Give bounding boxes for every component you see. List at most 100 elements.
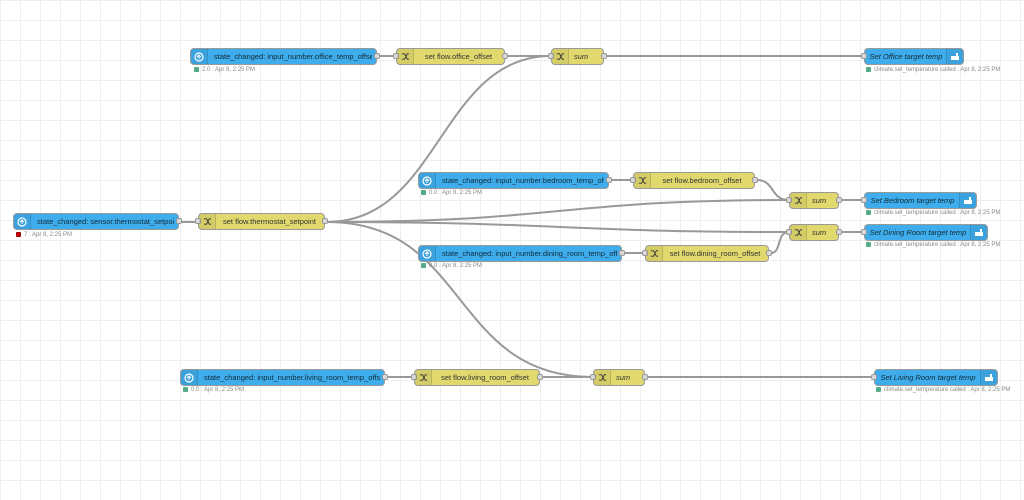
- node-status: 7 : Apr 8, 2:25 PM: [16, 231, 72, 239]
- shuffle-icon: [594, 370, 611, 385]
- office-action-node[interactable]: Set Office target temp: [861, 48, 964, 65]
- input-port[interactable]: [861, 229, 867, 235]
- bedroom-sum-node[interactable]: sum: [786, 192, 842, 209]
- output-port[interactable]: [836, 229, 842, 235]
- node-label: sum: [812, 196, 827, 205]
- node-status: climate.set_temperature called : Apr 8, …: [876, 386, 1010, 394]
- service-icon: [946, 49, 963, 64]
- input-port[interactable]: [590, 374, 596, 380]
- wire: [326, 55, 552, 223]
- node-label: sum: [812, 228, 827, 237]
- node-label: state_changed: input_number.office_temp_…: [214, 52, 372, 61]
- input-port[interactable]: [861, 197, 867, 203]
- node-label: sum: [574, 52, 589, 61]
- living-sum-node[interactable]: sum: [590, 369, 648, 386]
- output-port[interactable]: [836, 197, 842, 203]
- status-dot: [421, 263, 426, 268]
- wire: [770, 231, 790, 254]
- shuffle-icon: [415, 370, 432, 385]
- status-dot: [866, 242, 871, 247]
- status-dot: [183, 387, 188, 392]
- home-assistant-icon: [419, 246, 436, 261]
- output-port[interactable]: [322, 218, 328, 224]
- living-set-node[interactable]: set flow.living_room_offset: [411, 369, 543, 386]
- shuffle-icon: [646, 246, 663, 261]
- input-port[interactable]: [861, 53, 867, 59]
- home-assistant-icon: [191, 49, 208, 64]
- office-sum-node[interactable]: sum: [548, 48, 607, 65]
- wire: [756, 179, 790, 201]
- shuffle-icon: [790, 193, 807, 208]
- output-port[interactable]: [606, 177, 612, 183]
- service-icon: [959, 193, 976, 208]
- office-trigger-node[interactable]: state_changed: input_number.office_temp_…: [190, 48, 380, 65]
- bedroom-trigger-node[interactable]: state_changed: input_number.bedroom_temp…: [418, 172, 612, 189]
- input-port[interactable]: [786, 229, 792, 235]
- bedroom-set-node[interactable]: set flow.bedroom_offset: [630, 172, 758, 189]
- input-port[interactable]: [871, 374, 877, 380]
- input-port[interactable]: [548, 53, 554, 59]
- living-action-node[interactable]: Set Living Room target temp: [871, 369, 998, 386]
- node-status: 0.0 : Apr 8, 2:25 PM: [421, 189, 482, 197]
- status-dot: [194, 67, 199, 72]
- node-label: set flow.dining_room_offset: [669, 249, 761, 258]
- status-dot: [876, 387, 881, 392]
- dining-sum-node[interactable]: sum: [786, 224, 842, 241]
- status-dot: [866, 210, 871, 215]
- output-port[interactable]: [601, 53, 607, 59]
- node-status: climate.set_temperature called : Apr 8, …: [866, 66, 1000, 74]
- node-label: Set Living Room target temp: [880, 373, 976, 382]
- wire: [326, 221, 594, 378]
- service-icon: [970, 225, 987, 240]
- node-status: 0.0 : Apr 8, 2:25 PM: [421, 262, 482, 270]
- living-trigger-node[interactable]: state_changed: input_number.living_room_…: [180, 369, 388, 386]
- output-port[interactable]: [752, 177, 758, 183]
- node-status: 0.0 : Apr 8, 2:25 PM: [183, 386, 244, 394]
- wire: [326, 221, 790, 233]
- home-assistant-icon: [419, 173, 436, 188]
- node-status: 2.0 : Apr 8, 2:25 PM: [194, 66, 255, 74]
- node-label: state_changed: input_number.dining_room_…: [442, 249, 617, 258]
- input-port[interactable]: [411, 374, 417, 380]
- output-port[interactable]: [176, 218, 182, 224]
- input-port[interactable]: [393, 53, 399, 59]
- node-label: sum: [616, 373, 631, 382]
- wire: [326, 199, 790, 223]
- node-status: climate.set_temperature called : Apr 8, …: [866, 209, 1000, 217]
- output-port[interactable]: [382, 374, 388, 380]
- node-label: set flow.living_room_offset: [441, 373, 529, 382]
- shuffle-icon: [634, 173, 651, 188]
- output-port[interactable]: [537, 374, 543, 380]
- node-status: climate.set_temperature called : Apr 8, …: [866, 241, 1000, 249]
- input-port[interactable]: [630, 177, 636, 183]
- status-dot: [16, 232, 21, 237]
- shuffle-icon: [199, 214, 216, 229]
- office-set-node[interactable]: set flow.office_offset: [393, 48, 508, 65]
- node-label: state_changed: input_number.living_room_…: [204, 373, 380, 382]
- output-port[interactable]: [766, 250, 772, 256]
- input-port[interactable]: [642, 250, 648, 256]
- output-port[interactable]: [619, 250, 625, 256]
- status-dot: [866, 67, 871, 72]
- output-port[interactable]: [502, 53, 508, 59]
- bedroom-action-node[interactable]: Set Bedroom target temp: [861, 192, 977, 209]
- node-label: Set Dining Room target temp: [869, 228, 967, 237]
- input-port[interactable]: [786, 197, 792, 203]
- service-icon: [980, 370, 997, 385]
- home-assistant-icon: [14, 214, 31, 229]
- input-port[interactable]: [195, 218, 201, 224]
- thermostat-set-node[interactable]: set flow.thermostat_setpoint: [195, 213, 328, 230]
- node-label: Set Bedroom target temp: [870, 196, 955, 205]
- dining-trigger-node[interactable]: state_changed: input_number.dining_room_…: [418, 245, 625, 262]
- shuffle-icon: [397, 49, 414, 64]
- thermostat-trigger-node[interactable]: state_changed: sensor.thermostat_setpoin…: [13, 213, 182, 230]
- home-assistant-icon: [181, 370, 198, 385]
- node-label: Set Office target temp: [869, 52, 943, 61]
- dining-set-node[interactable]: set flow.dining_room_offset: [642, 245, 772, 262]
- output-port[interactable]: [642, 374, 648, 380]
- shuffle-icon: [552, 49, 569, 64]
- node-label: state_changed: input_number.bedroom_temp…: [442, 176, 604, 185]
- status-dot: [421, 190, 426, 195]
- output-port[interactable]: [374, 53, 380, 59]
- dining-action-node[interactable]: Set Dining Room target temp: [861, 224, 988, 241]
